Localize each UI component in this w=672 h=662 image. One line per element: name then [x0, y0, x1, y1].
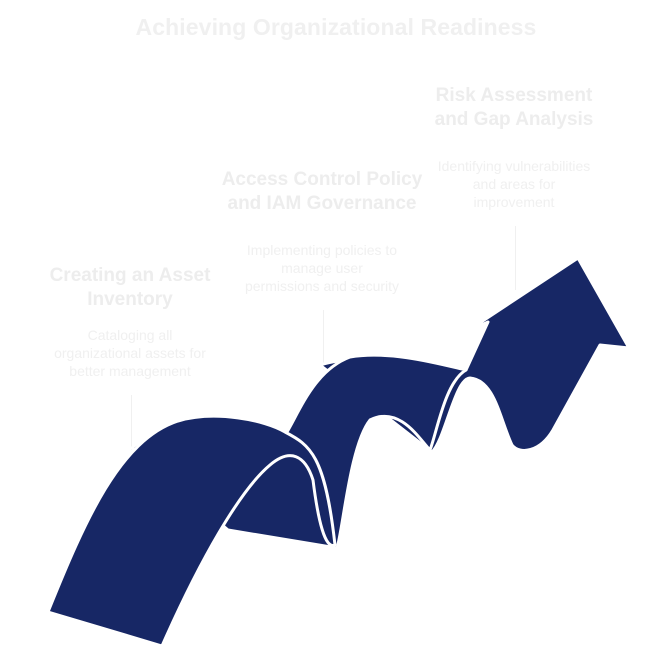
step-2-desc-line-2: manage user [281, 260, 363, 276]
step-2-desc-line-1: Implementing policies to [246, 242, 398, 258]
step-1-description: Cataloging all organizational assets for… [30, 326, 230, 380]
step-3-desc-line-1: Identifying vulnerabilities [437, 158, 591, 174]
step-2-title-line-2: and IAM Governance [227, 193, 417, 214]
step-2-connector-line [323, 310, 324, 370]
step-3-title-line-2: and Gap Analysis [434, 109, 594, 130]
step-2-title: Access Control Policy and IAM Governance [206, 168, 438, 216]
step-3-desc-line-2: and areas for [472, 176, 556, 192]
step-1-title-line-1: Creating an Asset [49, 265, 211, 286]
step-1-desc-line-2: organizational assets for [54, 345, 206, 361]
step-3-connector-line [515, 226, 516, 290]
step-1-desc-line-1: Cataloging all [87, 327, 173, 343]
step-1-title: Creating an Asset Inventory [30, 264, 230, 312]
step-1-connector-line [131, 395, 132, 450]
step-1-desc-line-3: better management [69, 363, 191, 379]
step-3-desc-line-3: improvement [473, 194, 555, 210]
step-2-title-line-1: Access Control Policy [221, 169, 423, 190]
step-3-title: Risk Assessment and Gap Analysis [416, 84, 612, 132]
step-1-title-line-2: Inventory [87, 289, 173, 310]
step-2-description: Implementing policies to manage user per… [214, 241, 430, 295]
step-3-description: Identifying vulnerabilities and areas fo… [420, 157, 608, 211]
step-3-title-line-1: Risk Assessment [435, 85, 593, 106]
step-2-desc-line-3: permissions and security [244, 278, 400, 294]
diagram-title: Achieving Organizational Readiness [135, 14, 537, 40]
arrow-segment-1 [46, 414, 337, 648]
